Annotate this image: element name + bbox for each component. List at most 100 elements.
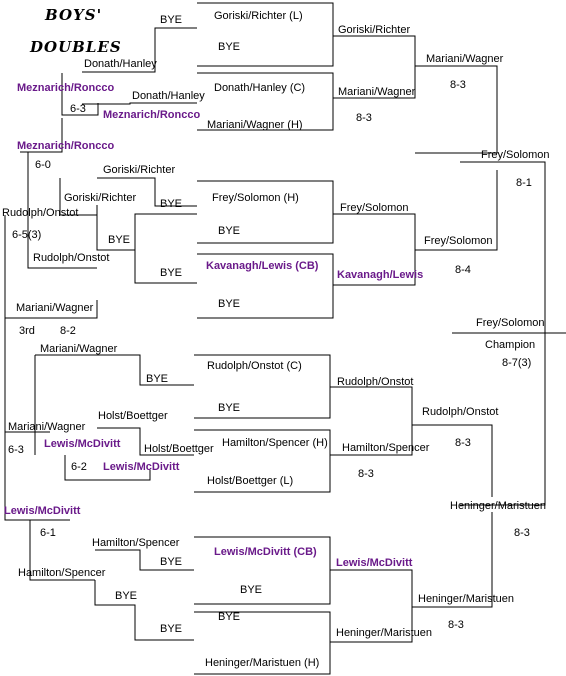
connector-sf-top-b bbox=[415, 170, 498, 251]
cons-5 bbox=[5, 300, 98, 319]
label-mariani-wagner-r2: Mariani/Wagner bbox=[338, 86, 416, 98]
label-mariani-wagner-cons-a: Mariani/Wagner bbox=[16, 302, 94, 314]
label-bye-8: BYE bbox=[115, 590, 138, 602]
label-holst-boettger-l: Holst/Boettger (L) bbox=[207, 475, 294, 487]
label-frey-solomon-qf: Frey/Solomon bbox=[424, 235, 493, 247]
connector-final-bot bbox=[460, 333, 546, 506]
label-bye-11: BYE bbox=[160, 623, 183, 635]
title-line-1: BOYS' bbox=[45, 6, 103, 24]
connector-qf-4 bbox=[330, 569, 413, 643]
bracket-box-3 bbox=[197, 180, 334, 244]
label-bye-6: BYE bbox=[218, 402, 241, 414]
label-lewis-mcdivitt-cons: Lewis/McDivitt bbox=[4, 505, 81, 517]
label-bye-4: BYE bbox=[218, 298, 241, 310]
label-holst-boettger-a: Holst/Boettger bbox=[98, 410, 168, 422]
label-lewis-mcdivitt-cb: Lewis/McDivitt (CB) bbox=[214, 546, 317, 558]
connector-l-9 bbox=[95, 549, 194, 571]
connector-l-3 bbox=[97, 177, 197, 207]
connector-qf-1 bbox=[333, 35, 416, 99]
label-goriski-richter-cons-b: Goriski/Richter bbox=[64, 192, 137, 204]
label-score-6-3-b: 6-3 bbox=[8, 444, 24, 456]
label-rudolph-onstot-c: Rudolph/Onstot (C) bbox=[207, 360, 302, 372]
label-rudolph-onstot-qf: Rudolph/Onstot bbox=[422, 406, 499, 418]
label-meznarich-roncco-left: Meznarich/Roncco bbox=[17, 82, 115, 94]
label-rudolph-onstot-cons: Rudolph/Onstot bbox=[2, 207, 79, 219]
connector-l-7 bbox=[97, 427, 194, 456]
label-score-6-1: 6-1 bbox=[40, 527, 56, 539]
label-score-8-4: 8-4 bbox=[455, 264, 471, 276]
label-champion-team: Frey/Solomon bbox=[476, 317, 545, 329]
label-bye-2: BYE bbox=[218, 225, 241, 237]
connector-sf-bot-a bbox=[412, 424, 493, 497]
label-score-8-3-e: 8-3 bbox=[448, 619, 464, 631]
connector-l-1 bbox=[82, 27, 197, 73]
connector-qf-3 bbox=[330, 386, 413, 456]
label-kavanagh-lewis-r2: Kavanagh/Lewis bbox=[337, 269, 424, 281]
label-score-sf-top: 8-3 bbox=[450, 79, 466, 91]
label-meznarich-roncco-cons: Meznarich/Roncco bbox=[17, 140, 115, 152]
bracket-box-2 bbox=[197, 72, 334, 131]
connector-sf-top-a bbox=[415, 65, 498, 154]
connector-sf-bot-b bbox=[412, 512, 493, 608]
label-bye-9: BYE bbox=[240, 584, 263, 596]
cons-4 bbox=[59, 178, 97, 216]
label-frey-solomon-r2: Frey/Solomon bbox=[340, 202, 409, 214]
label-heninger-maristuen-qf: Heninger/Maristuen bbox=[418, 593, 514, 605]
label-hamilton-spencer-h: Hamilton/Spencer (H) bbox=[222, 437, 328, 449]
label-score-6-5-3: 6-5(3) bbox=[12, 229, 42, 241]
label-kavanagh-lewis-cb: Kavanagh/Lewis (CB) bbox=[206, 260, 319, 272]
label-mariani-wagner-cons-c: Mariani/Wagner bbox=[8, 421, 86, 433]
label-score-6-2: 6-2 bbox=[71, 461, 87, 473]
label-meznarich-roncco-mid: Meznarich/Roncco bbox=[103, 109, 201, 121]
bracket-box-4 bbox=[197, 253, 334, 319]
label-goriski-richter-r2: Goriski/Richter bbox=[338, 24, 411, 36]
label-bye-c1: BYE bbox=[160, 198, 183, 210]
label-donath-hanley-c: Donath/Hanley (C) bbox=[214, 82, 306, 94]
label-donath-hanley-left: Donath/Hanley bbox=[84, 58, 157, 70]
label-score-8-3-a: 8-3 bbox=[356, 112, 372, 124]
bracket-box-1 bbox=[197, 2, 334, 67]
cons-9 bbox=[29, 520, 95, 581]
bracket-box-6 bbox=[194, 429, 331, 493]
label-goriski-richter-l: Goriski/Richter (L) bbox=[214, 10, 303, 22]
label-bye-c2: BYE bbox=[108, 234, 131, 246]
label-heninger-maristuen-r2: Heninger/Maristuen bbox=[336, 627, 432, 639]
label-score-6-3-a: 6-3 bbox=[70, 103, 86, 115]
label-score-8-3-c: 8-3 bbox=[358, 468, 374, 480]
label-goriski-richter-cons-a: Goriski/Richter bbox=[103, 164, 176, 176]
label-champion: Champion bbox=[485, 339, 536, 351]
label-bye-5: BYE bbox=[146, 373, 169, 385]
label-score-8-3-b: 8-3 bbox=[455, 437, 471, 449]
label-frey-solomon-sf: Frey/Solomon bbox=[481, 149, 550, 161]
label-bye-1: BYE bbox=[218, 41, 241, 53]
label-mariani-wagner-cons-b: Mariani/Wagner bbox=[40, 343, 118, 355]
connector-l-10 bbox=[94, 580, 194, 641]
connector-l-5 bbox=[134, 250, 197, 284]
label-holst-boettger-b: Holst/Boettger bbox=[144, 443, 214, 455]
label-champion-score: 8-7(3) bbox=[502, 357, 532, 369]
label-heninger-maristuen-h: Heninger/Maristuen (H) bbox=[205, 657, 320, 669]
label-mariani-wagner-sf-top: Mariani/Wagner bbox=[426, 53, 504, 65]
cons-7 bbox=[4, 430, 70, 521]
bracket-box-8 bbox=[194, 611, 331, 675]
label-bye-7: BYE bbox=[160, 556, 183, 568]
label-lewis-mcdivitt-a: Lewis/McDivitt bbox=[44, 438, 121, 450]
label-score-8-1: 8-1 bbox=[516, 177, 532, 189]
label-hamilton-spencer-cons: Hamilton/Spencer bbox=[18, 567, 106, 579]
label-hamilton-spencer-r2: Hamilton/Spencer bbox=[342, 442, 430, 454]
label-heninger-maristuen-sf: Heninger/Maristuen bbox=[450, 500, 546, 512]
connector-l-2 bbox=[82, 102, 197, 105]
label-hamilton-spencer-a: Hamilton/Spencer bbox=[92, 537, 180, 549]
cons-8 bbox=[64, 455, 151, 481]
label-lewis-mcdivitt-b: Lewis/McDivitt bbox=[103, 461, 180, 473]
label-score-8-3-d: 8-3 bbox=[514, 527, 530, 539]
title-line-2: DOUBLES bbox=[30, 38, 122, 56]
label-rudolph-onstot-cons-b: Rudolph/Onstot bbox=[33, 252, 110, 264]
label-score-6-0: 6-0 bbox=[35, 159, 51, 171]
cons-3 bbox=[27, 152, 97, 269]
label-3rd: 3rd bbox=[19, 325, 35, 337]
label-rudolph-onstot-r2: Rudolph/Onstot bbox=[337, 376, 414, 388]
label-bye-10: BYE bbox=[218, 611, 241, 623]
label-frey-solomon-h: Frey/Solomon (H) bbox=[212, 192, 299, 204]
